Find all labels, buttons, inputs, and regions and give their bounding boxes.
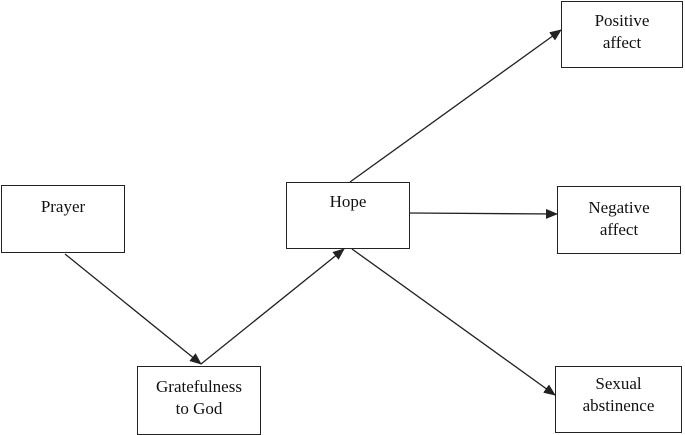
node-prayer-label: Prayer [2, 196, 124, 218]
node-positive-affect-label: Positive affect [562, 10, 682, 54]
node-gratefulness-label: Gratefulness to God [138, 376, 260, 420]
arrow-hope-to-positive-affect [349, 29, 562, 183]
node-sexual-abstinence: Sexual abstinence [555, 366, 682, 433]
node-gratefulness-label-line-2: to God [175, 399, 223, 418]
node-hope-label-line-1: Hope [329, 192, 367, 211]
node-negative-affect-label-line-2: affect [599, 220, 639, 239]
node-hope: Hope [286, 182, 410, 249]
node-prayer-label-line-1: Prayer [40, 197, 86, 216]
arrow-gratefulness-to-hope [200, 248, 345, 365]
node-positive-affect-label-line-2: affect [602, 33, 642, 52]
node-sexual-abstinence-label-line-1: Sexual [595, 374, 642, 393]
node-negative-affect: Negative affect [557, 186, 681, 254]
node-prayer: Prayer [1, 185, 125, 253]
node-positive-affect-label-line-1: Positive [594, 11, 650, 30]
node-negative-affect-label-line-1: Negative [588, 198, 650, 217]
arrow-hope-to-sexual-abstinence [351, 248, 556, 396]
node-sexual-abstinence-label: Sexual abstinence [556, 373, 681, 417]
node-hope-label: Hope [287, 191, 409, 213]
node-gratefulness-to-god: Gratefulness to God [137, 366, 261, 435]
node-gratefulness-label-line-1: Gratefulness [156, 377, 242, 396]
node-negative-affect-label: Negative affect [558, 197, 680, 241]
node-positive-affect: Positive affect [561, 1, 683, 68]
arrow-prayer-to-gratefulness [64, 253, 202, 365]
arrow-hope-to-negative-affect [409, 208, 558, 219]
node-sexual-abstinence-label-line-2: abstinence [582, 396, 655, 415]
